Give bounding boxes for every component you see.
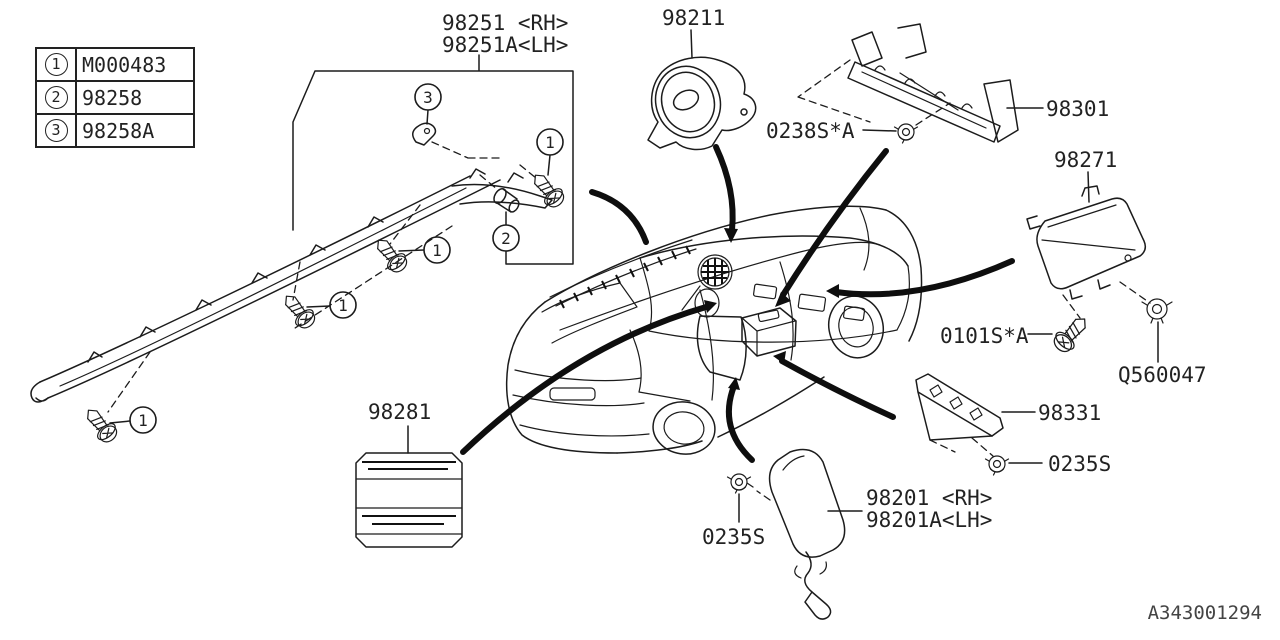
part-label-0101s-a: 0101S*A — [940, 324, 1029, 348]
callout-1-icon: 1 — [44, 53, 68, 76]
nut-icon — [893, 123, 919, 144]
pointer-arcs — [460, 144, 1015, 463]
part-label-98301: 98301 — [1046, 97, 1109, 121]
part-label-98271: 98271 — [1054, 148, 1117, 172]
callout-3-icon: 3 — [44, 119, 68, 142]
part-label-98281: 98281 — [368, 400, 431, 424]
part-label-0238s-a: 0238S*A — [766, 119, 855, 143]
callout-1-icon — [423, 236, 451, 264]
screw-icon — [79, 167, 569, 447]
callout-number: 3 — [423, 88, 433, 107]
side-airbag-part — [726, 448, 846, 620]
legend-row: 2 98258 — [37, 80, 193, 113]
callout-1-icon — [536, 128, 564, 156]
part-label-0235s-left: 0235S — [702, 525, 765, 549]
part-label-98331: 98331 — [1038, 401, 1101, 425]
legend-row: 3 98258A — [37, 113, 193, 146]
vehicle-illustration — [505, 205, 923, 455]
legend-part-code: 98258A — [82, 118, 155, 143]
callout-number: 1 — [138, 411, 148, 430]
diagram-id: A343001294 — [1148, 602, 1262, 624]
part-label-98211: 98211 — [662, 6, 725, 30]
callout-number: 1 — [432, 241, 442, 260]
callout-3-icon — [414, 83, 442, 111]
callouts: 3 1 2 1 1 1 — [129, 83, 564, 434]
callout-number: 2 — [501, 229, 511, 248]
legend-row: 1 M000483 — [37, 49, 193, 80]
knee-pad-part — [915, 373, 1010, 476]
clip-icon — [1141, 298, 1173, 324]
passenger-airbag-part — [1026, 185, 1173, 357]
callout-1-icon — [129, 406, 157, 434]
nut-icon — [726, 473, 752, 494]
bolt-icon — [1049, 310, 1094, 357]
part-label-98201-rh: 98201 <RH> — [866, 486, 992, 510]
legend-part-code: M000483 — [82, 52, 167, 77]
warning-label-part — [355, 452, 463, 548]
front-panel-part — [797, 23, 1019, 144]
part-label-98251-rh: 98251 <RH> — [442, 11, 568, 35]
callout-number: 1 — [338, 296, 348, 315]
callout-number: 1 — [545, 133, 555, 152]
part-label-98251a-lh: 98251A<LH> — [442, 33, 568, 57]
part-label-0235s-right: 0235S — [1048, 452, 1111, 476]
callout-2-icon — [492, 224, 520, 252]
curtain-airbag-part — [30, 122, 553, 413]
nut-icon — [984, 455, 1010, 476]
leader-lines — [109, 29, 1159, 523]
callout-2-icon: 2 — [44, 86, 68, 109]
part-label-98201a-lh: 98201A<LH> — [866, 508, 992, 532]
legend-part-code: 98258 — [82, 85, 143, 110]
clip-icon — [493, 187, 520, 213]
part-label-q560047: Q560047 — [1118, 363, 1207, 387]
driver-airbag-part — [647, 56, 757, 151]
legend-table: 1 M000483 2 98258 3 98258A — [35, 47, 195, 148]
